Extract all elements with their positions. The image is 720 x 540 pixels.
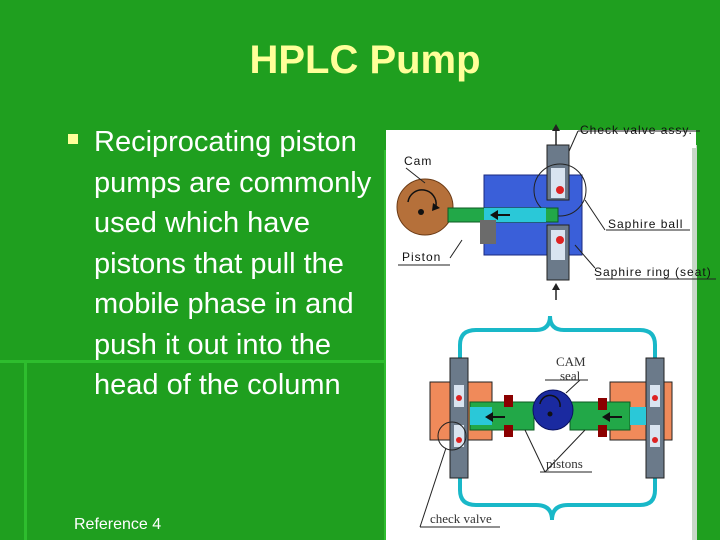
valve-zoom-circle <box>533 163 587 217</box>
decor-line-h <box>0 360 390 363</box>
reference-note: Reference 4 <box>74 516 162 533</box>
bottom-cam <box>532 389 574 431</box>
label-saphire-ring: Saphire ring (seat) <box>594 265 712 279</box>
top-cam <box>396 178 454 236</box>
label-saphire-ball: Saphire ball <box>608 217 683 231</box>
left-valve-stack <box>437 357 469 479</box>
bullet-text: Reciprocating piston pumps are commonly … <box>94 126 372 401</box>
label-seal: seal <box>560 368 581 383</box>
label-pistons: pistons <box>546 456 583 471</box>
right-valve-stack <box>645 357 665 479</box>
label-check-valve: check valve <box>430 511 492 526</box>
bullet-square-icon <box>68 134 78 144</box>
label-check-valve-assy: Check valve assy. <box>580 123 693 137</box>
diagram-panel-shadow <box>692 145 697 540</box>
tubing-bottom <box>458 478 657 521</box>
decor-line-v <box>24 363 27 540</box>
tubing-top <box>458 315 657 358</box>
top-pump-diagram: Check valve assy. Cam <box>386 123 716 300</box>
decor-line-v2 <box>384 150 387 540</box>
label-cam-bottom: CAM <box>556 354 586 369</box>
label-piston: Piston <box>402 250 441 264</box>
bottom-pump-diagram: CAM seal pistons check valve <box>419 315 673 528</box>
label-cam: Cam <box>404 154 432 168</box>
page-title: HPLC Pump <box>249 38 481 82</box>
